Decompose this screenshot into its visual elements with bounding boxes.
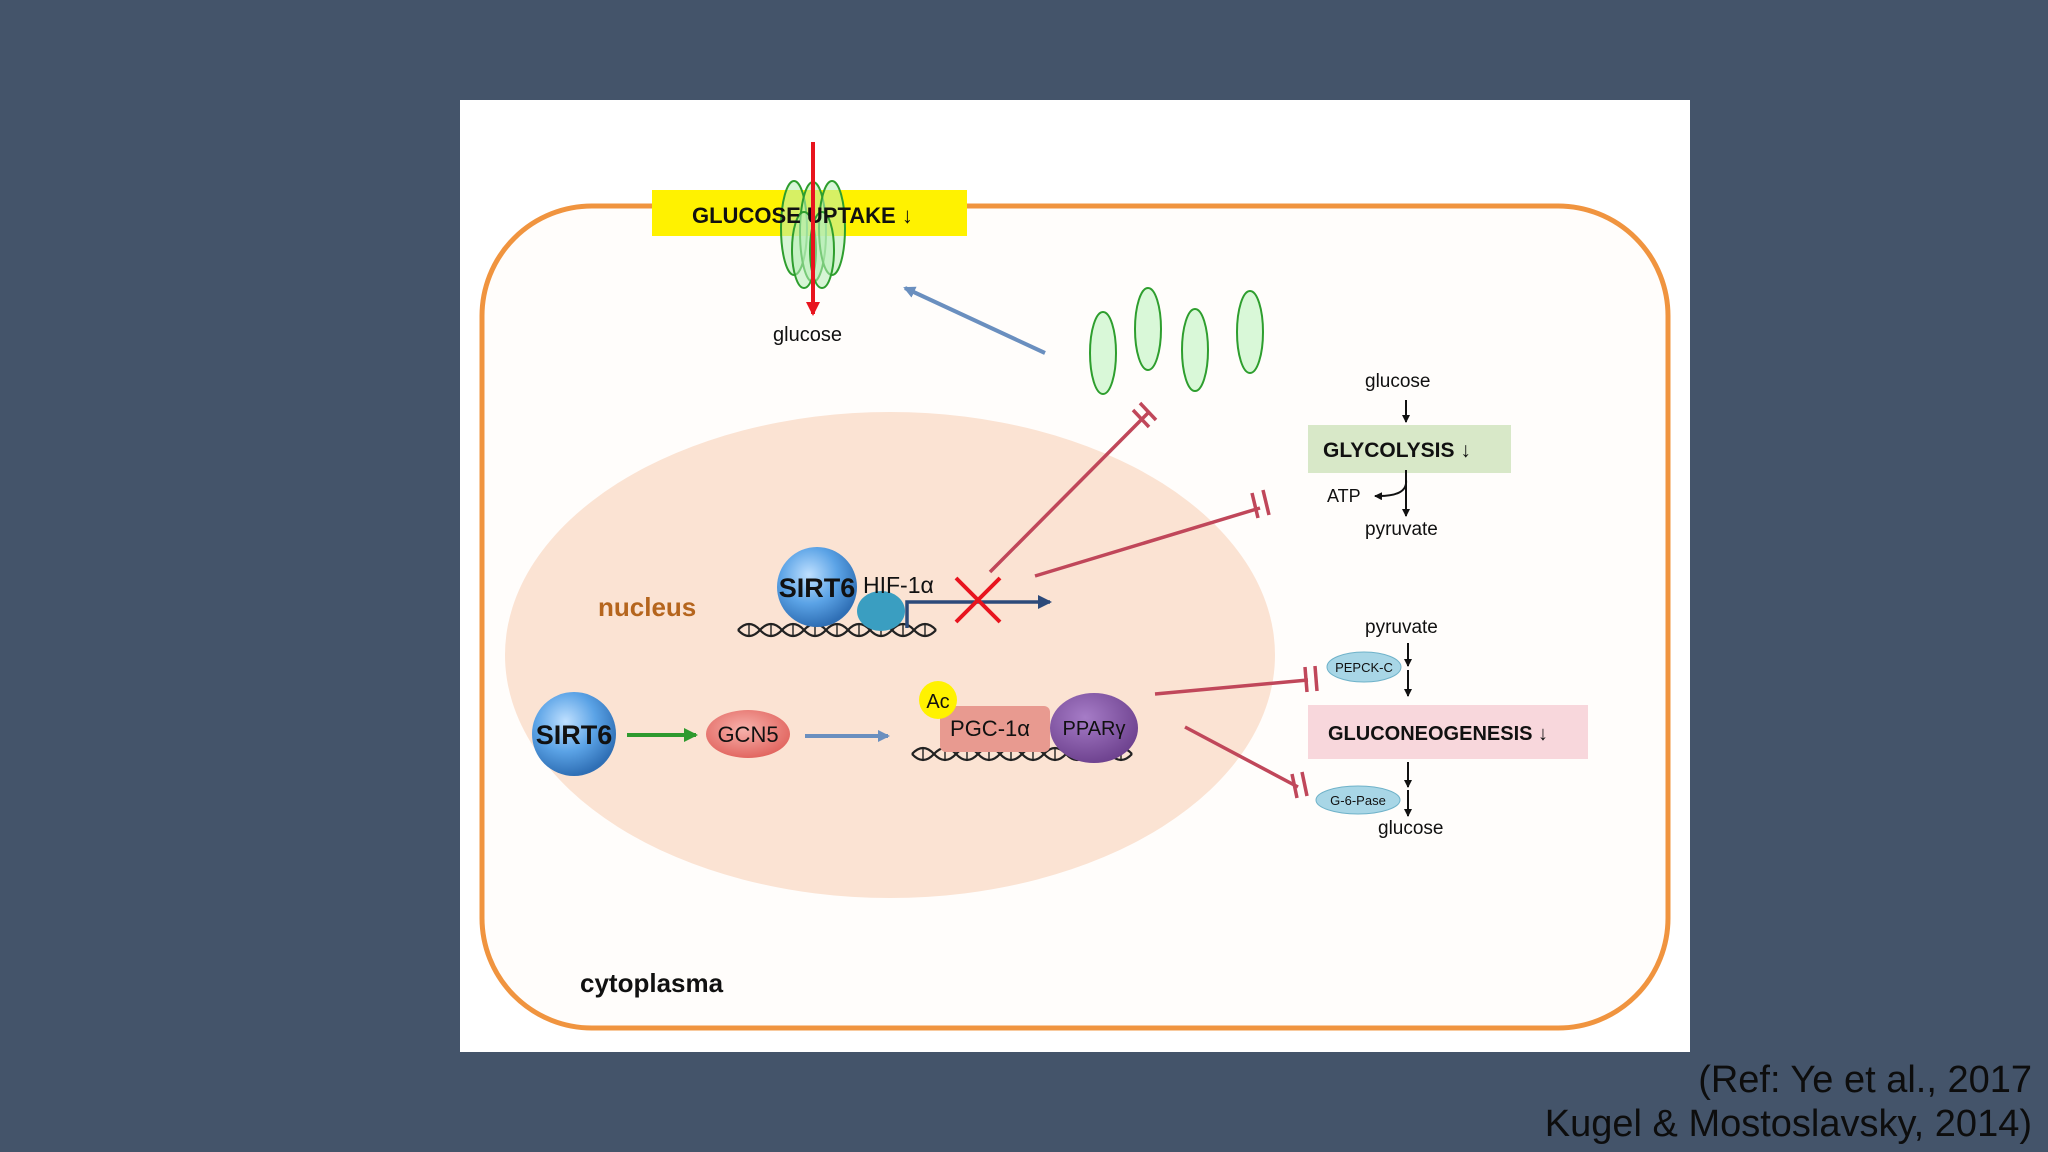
gluconeogenesis-input: pyruvate xyxy=(1365,617,1438,638)
translocation-arrow xyxy=(903,286,1046,355)
ppary-protein xyxy=(1050,693,1138,763)
glycolysis-label: GLYCOLYSIS ↓ xyxy=(1323,439,1471,462)
gluconeogenesis-box xyxy=(1308,705,1588,759)
pepck-enzyme xyxy=(1326,651,1402,683)
gcn5-label: GCN5 xyxy=(717,722,778,747)
inhibition-to-glycolysis xyxy=(1034,489,1271,578)
pgc1a-label: PGC-1α xyxy=(950,716,1030,741)
g6pase-enzyme xyxy=(1315,785,1401,815)
gcn5-protein xyxy=(706,710,790,758)
hif1a-label: HIF-1α xyxy=(863,572,934,598)
acetyl-group xyxy=(919,681,957,719)
cytoplasma-label: cytoplasma xyxy=(580,968,724,998)
glucose-label-top: glucose xyxy=(773,324,842,346)
reference-line-2: Kugel & Mostoslavsky, 2014) xyxy=(1544,1103,2032,1145)
sirt6-top-label: SIRT6 xyxy=(779,573,856,603)
inhibition-to-pepck xyxy=(1154,665,1319,696)
pepck-label: PEPCK-C xyxy=(1335,660,1393,675)
ppary-label: PPARγ xyxy=(1063,718,1126,740)
atp-label: ATP xyxy=(1327,486,1361,506)
glycolysis-box xyxy=(1308,425,1511,473)
pgc1a-protein xyxy=(940,706,1050,752)
sirt6-bottom-protein xyxy=(532,692,616,776)
acetyl-label: Ac xyxy=(926,691,949,713)
reference-line-1: (Ref: Ye et al., 2017 xyxy=(1698,1059,2032,1101)
block-cross-icon xyxy=(954,576,1002,624)
glucose-uptake-label: GLUCOSE UPTAKE ↓ xyxy=(692,203,913,228)
glucose-transporter xyxy=(780,180,846,289)
nucleus-label: nucleus xyxy=(598,592,696,622)
inhibition-to-vesicles xyxy=(988,401,1158,574)
glycolysis-input: glucose xyxy=(1365,371,1431,392)
nucleus xyxy=(505,412,1275,898)
sirt6-bottom-label: SIRT6 xyxy=(536,720,613,750)
inhibition-to-g6pase xyxy=(1184,725,1309,799)
glycolysis-output: pyruvate xyxy=(1365,519,1438,540)
diagram-figure: GLUCOSE UPTAKE ↓ glucose glucose GLYCOLY… xyxy=(460,100,1690,1052)
gluconeogenesis-pathway: pyruvate PEPCK-C GLUCONEOGENESIS ↓ G-6-P… xyxy=(1308,617,1588,839)
hif1a-protein xyxy=(857,591,905,631)
glycolysis-pathway: glucose GLYCOLYSIS ↓ ATP pyruvate xyxy=(1308,371,1511,540)
sirt6-top-protein xyxy=(777,547,857,627)
g6pase-label: G-6-Pase xyxy=(1330,793,1386,808)
glut-vesicles xyxy=(1089,287,1264,395)
gluconeogenesis-output: glucose xyxy=(1378,818,1444,839)
gluconeogenesis-label: GLUCONEOGENESIS ↓ xyxy=(1328,723,1548,745)
hif1a-transcription-arrow xyxy=(905,595,1052,628)
